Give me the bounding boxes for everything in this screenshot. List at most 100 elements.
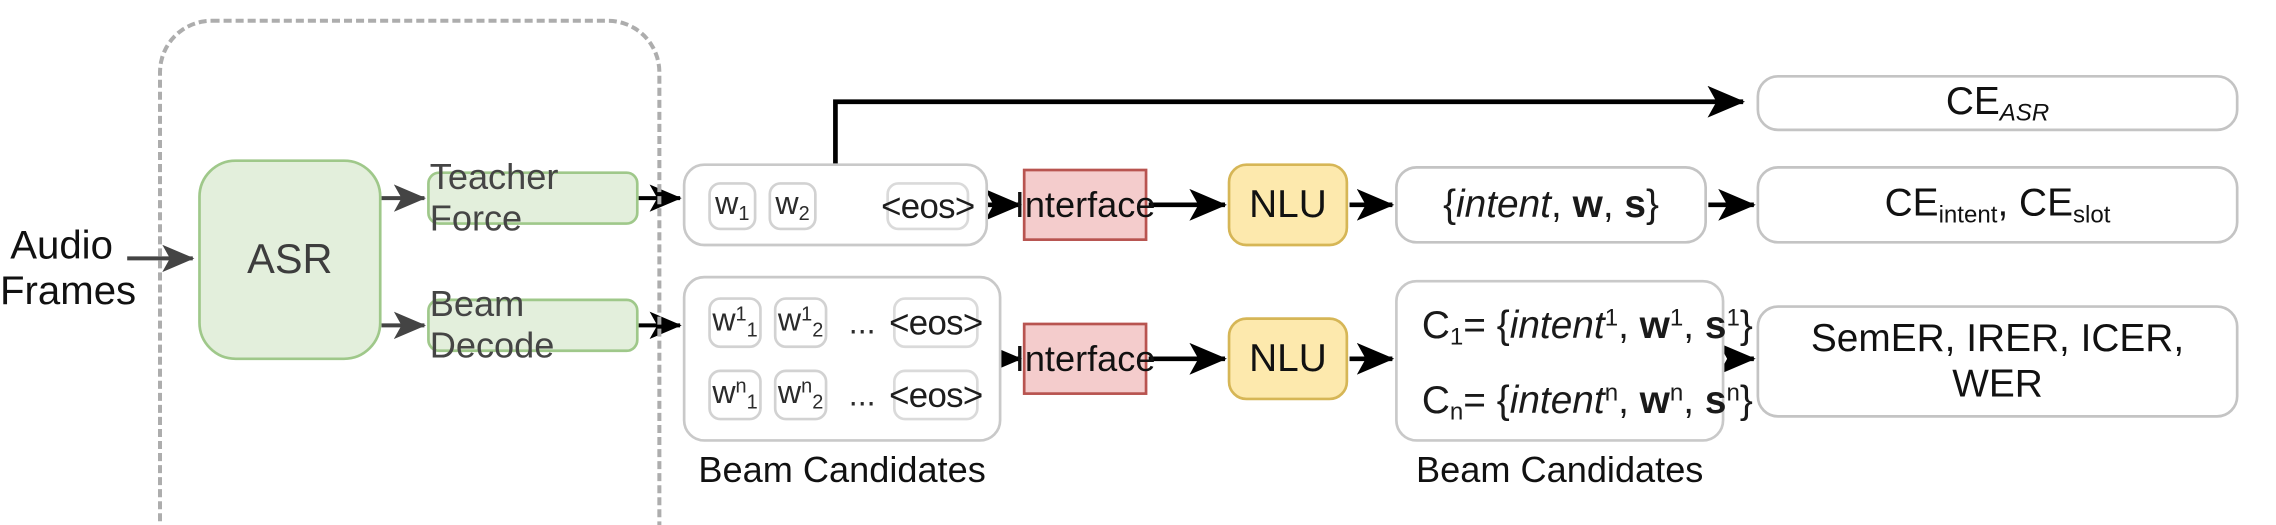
candn-c-sub: n [1449, 398, 1464, 425]
nlu-box-top[interactable]: NLU [1227, 163, 1349, 247]
token-w2-base: w [775, 186, 799, 223]
nlu-bottom-label: NLU [1249, 336, 1327, 380]
asr-module-container [157, 18, 662, 525]
beam-r1c1-base: w [712, 303, 736, 340]
ce-slot-base: CE [2019, 181, 2073, 225]
beam-rnc1-sub: 1 [746, 393, 758, 415]
cand1-open: { [1496, 304, 1510, 348]
beam-candidates-caption-right: Beam Candidates [1416, 449, 1704, 491]
ce-intent-slot-box: CEintent, CEslot [1756, 166, 2239, 244]
beam-rnc2-sub: 2 [812, 393, 824, 415]
beam-token-rn-c2[interactable]: wn2 [773, 369, 828, 421]
beam-candidates-box: w11 w12 ... <eos> wn1 wn2 ... <eos> [682, 275, 1002, 442]
token-w1[interactable]: w1 [708, 182, 757, 231]
candn-w-sup: n [1669, 378, 1684, 406]
cand1-s: s [1704, 304, 1727, 348]
beam-eos-r1-label: <eos> [889, 301, 983, 343]
candn-s: s [1704, 379, 1727, 423]
cand1-w: w [1639, 304, 1670, 348]
ce-asr-box: CEASR [1756, 74, 2239, 132]
out-intent: intent [1456, 183, 1552, 227]
beam-r1c2-base: w [777, 303, 802, 340]
token-w1-base: w [715, 186, 739, 223]
candn-eq: = [1463, 379, 1497, 423]
audio-frames-line1: Audio [10, 223, 113, 268]
metrics-line1: SemER, IRER, ICER, [1810, 317, 2185, 360]
interface-box-top[interactable]: Interface [1015, 168, 1155, 241]
beam-r1c1-sup: 1 [735, 304, 747, 327]
interface-top-label: Interface [1014, 184, 1156, 225]
beam-token-rn-c1[interactable]: wn1 [708, 369, 762, 421]
candn-w: w [1639, 379, 1670, 423]
audio-frames-line2: Frames [0, 268, 137, 313]
beam-ellipsis-rn: ... [848, 377, 876, 414]
beam-rnc1-base: w [712, 375, 736, 412]
metrics-box: SemER, IRER, ICER, WER [1756, 305, 2239, 418]
interface-box-bottom[interactable]: Interface [1015, 322, 1155, 395]
ce-intent-slot-expr: CEintent, CEslot [1885, 181, 2111, 230]
asr-block-label: ASR [247, 235, 333, 283]
cand1-w-sup: 1 [1669, 303, 1684, 331]
cand1-c-sub: 1 [1449, 323, 1464, 350]
cand1-intent-sup: 1 [1604, 303, 1619, 331]
nlu-box-bottom[interactable]: NLU [1227, 317, 1349, 401]
metrics-line2: WER [1952, 362, 2043, 406]
ce-asr-sub: ASR [1999, 98, 2050, 126]
beam-r1c1-sub: 1 [746, 320, 758, 343]
token-w2-sub: 2 [798, 204, 810, 226]
cand1-c: C [1421, 304, 1450, 348]
beam-token-r1-c1[interactable]: w11 [708, 297, 762, 349]
cand1-intent: intent [1509, 304, 1605, 348]
token-w1-sub: 1 [738, 204, 750, 226]
beam-eos-rn-label: <eos> [889, 374, 983, 415]
teacher-force-box[interactable]: Teacher Force [427, 157, 639, 238]
teacher-token-sequence-box: w1 w2 <eos> [682, 163, 989, 247]
ce-asr-expr: CEASR [1946, 79, 2049, 128]
out-close: } [1646, 183, 1659, 227]
candidate-set-box: C1= {intent1, w1, s1} Cn= {intentn, wn, … [1395, 279, 1753, 442]
candn-close: } [1739, 379, 1753, 423]
candn-intent-sup: n [1604, 378, 1619, 406]
token-eos-label: <eos> [881, 185, 975, 226]
asr-block[interactable]: ASR [198, 159, 382, 361]
beam-r1c2-sup: 1 [801, 304, 813, 327]
out-open: { [1443, 183, 1457, 227]
cand1-eq: = [1463, 304, 1497, 348]
candidate-line-1: C1= {intent1, w1, s1} [1421, 303, 1753, 350]
out-s: s [1624, 183, 1647, 227]
candn-intent: intent [1509, 379, 1605, 423]
candn-c: C [1421, 379, 1450, 423]
beam-rnc2-sup: n [801, 377, 813, 399]
candn-s-sup: n [1726, 378, 1740, 406]
ce-asr-base: CE [1945, 80, 2000, 124]
candn-open: { [1496, 379, 1510, 423]
ce-slot-sub: slot [2072, 200, 2111, 228]
out-sep1: , [1551, 183, 1573, 227]
arrow-tokens-to-ceasr [833, 85, 1746, 172]
beam-decode-box[interactable]: Beam Decode [427, 284, 639, 365]
out-w: w [1572, 183, 1603, 227]
interface-bottom-label: Interface [1014, 338, 1156, 379]
beam-rnc1-sup: n [735, 377, 747, 399]
out-sep2: , [1602, 183, 1625, 227]
nlu-top-label: NLU [1249, 182, 1327, 226]
audio-frames-label: Audio Frames [0, 223, 137, 314]
cand1-close: } [1739, 304, 1753, 348]
token-eos[interactable]: <eos> [881, 182, 975, 231]
candidate-line-n: Cn= {intentn, wn, sn} [1421, 378, 1753, 425]
beam-eos-r1[interactable]: <eos> [889, 297, 983, 349]
token-w2[interactable]: w2 [768, 182, 817, 231]
beam-eos-rn[interactable]: <eos> [889, 369, 983, 421]
ce-intent-sub: intent [1938, 200, 1998, 228]
beam-token-r1-c2[interactable]: w12 [773, 297, 828, 349]
beam-decode-label: Beam Decode [429, 283, 555, 366]
teacher-force-label: Teacher Force [429, 156, 559, 239]
ce-intent-base: CE [1884, 181, 1939, 225]
beam-candidates-caption-left: Beam Candidates [698, 449, 986, 491]
nlu-output-box-top: {intent, w, s} [1395, 166, 1707, 244]
beam-rnc2-base: w [777, 375, 802, 412]
ce-comma: , [1997, 181, 2020, 225]
beam-ellipsis-r1: ... [848, 305, 876, 342]
beam-r1c2-sub: 2 [812, 320, 824, 343]
